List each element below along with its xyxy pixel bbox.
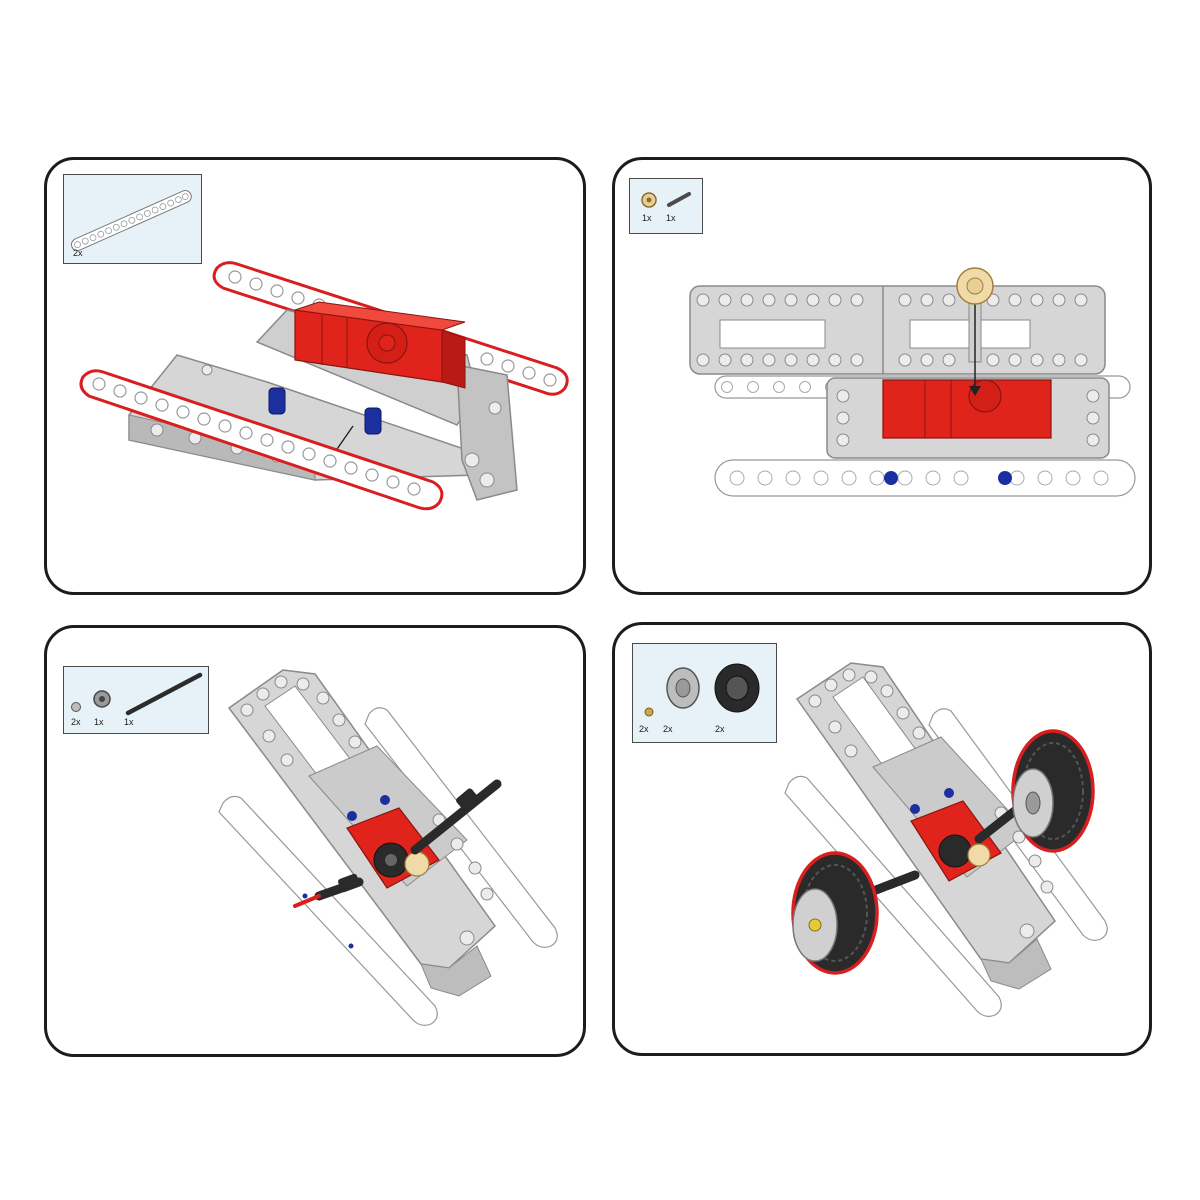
parts-callout-3: 2x 1x 1x <box>63 666 209 734</box>
red-motor <box>882 379 1052 439</box>
blue-pin <box>998 471 1012 485</box>
bushing-icon <box>71 702 81 712</box>
parts-callout-1: 2x <box>63 174 202 264</box>
long-axle-icon <box>125 672 203 716</box>
part-quantity: 2x <box>639 724 649 734</box>
assembly-step-2-illustration <box>689 267 1136 497</box>
step-panel-3: 2x 1x 1x <box>44 625 586 1057</box>
white-beam-front <box>714 459 1136 497</box>
red-motor <box>346 795 440 889</box>
part-quantity: 2x <box>73 248 83 258</box>
black-gear <box>938 834 972 868</box>
part-quantity: 2x <box>71 717 81 727</box>
bevel-gear <box>967 843 991 867</box>
parts-callout-4: 2x 2x 2x <box>632 643 777 743</box>
gray-frame <box>128 309 518 501</box>
blue-axle-pins <box>268 387 382 453</box>
axle-icon <box>667 192 691 207</box>
white-beam-left <box>218 795 438 1026</box>
red-motor <box>294 301 466 389</box>
assembly-step-4-illustration <box>784 662 1108 1017</box>
tan-pin <box>808 918 822 932</box>
bushing-gear-axle-part-icons <box>71 672 203 716</box>
gear-and-axle-part-icons <box>641 192 691 208</box>
white-beam-right <box>364 707 558 948</box>
white-beam-front <box>79 369 444 511</box>
assembly-step-1-illustration <box>79 261 569 511</box>
wheel-right <box>1011 729 1095 853</box>
white-beam-left <box>784 775 1002 1017</box>
assembly-step-3-illustration <box>218 669 558 1026</box>
part-quantity: 1x <box>666 213 676 223</box>
part-quantity: 1x <box>124 717 134 727</box>
step-panel-2: 1x 1x <box>612 157 1152 595</box>
bevel-gear <box>404 851 430 877</box>
part-quantity: 1x <box>94 717 104 727</box>
part-quantity: 1x <box>642 213 652 223</box>
red-motor <box>910 788 1002 882</box>
part-quantity: 2x <box>715 724 725 734</box>
axle-with-bevel-gear <box>956 267 994 396</box>
blue-pin <box>884 471 898 485</box>
gray-frame-top <box>689 285 1106 375</box>
wheel-left <box>791 851 879 975</box>
pin-rim-tire-part-icons <box>644 663 760 717</box>
step-panel-4: 2x 2x 2x <box>612 622 1152 1056</box>
parts-callout-2: 1x 1x <box>629 178 703 234</box>
white-beam-part-icon <box>70 190 192 252</box>
tan-pin-icon <box>644 707 654 717</box>
step-panel-1: 2x <box>44 157 586 595</box>
part-quantity: 2x <box>663 724 673 734</box>
black-axles <box>293 779 502 908</box>
